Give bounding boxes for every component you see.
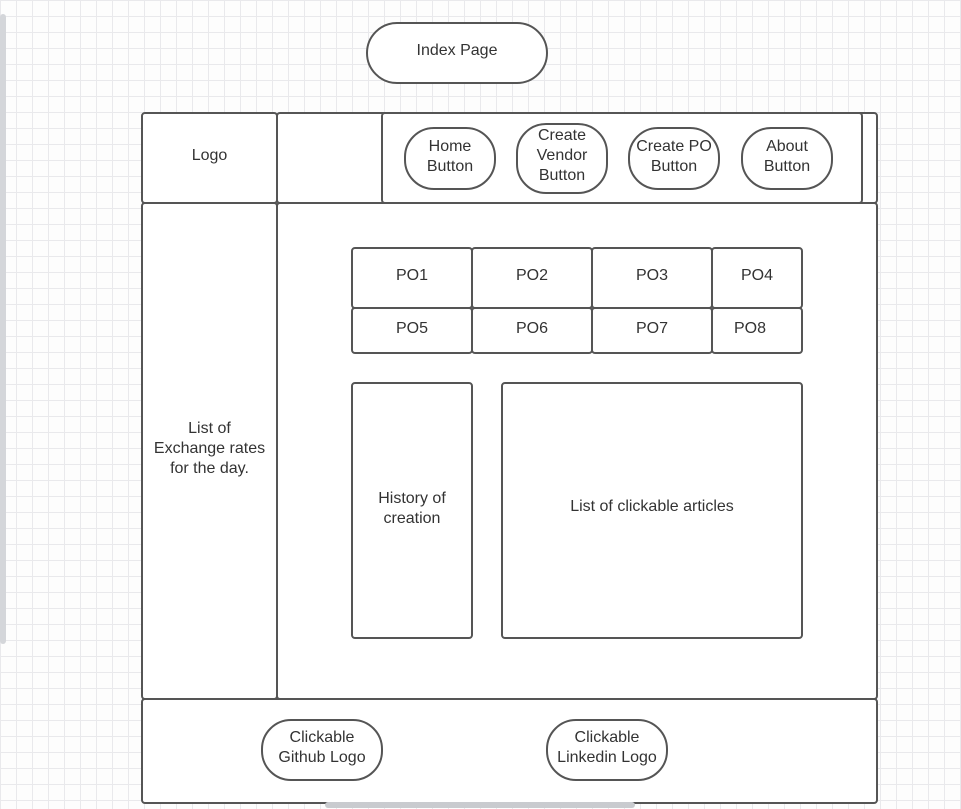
po-cell-6-label: PO6 bbox=[515, 319, 548, 337]
po-cell-8-label: PO8 bbox=[733, 319, 766, 337]
po-cell-5-label: PO5 bbox=[395, 319, 428, 337]
po-cell-2-label: PO2 bbox=[515, 267, 548, 284]
linkedin-logo-button[interactable] bbox=[546, 719, 668, 781]
linkedin-logo-label: Clickable Linkedin Logo bbox=[557, 729, 657, 766]
articles-label: List of clickable articles bbox=[570, 497, 734, 515]
logo-box bbox=[141, 112, 278, 204]
index-page-title-shape bbox=[366, 22, 548, 84]
history-panel bbox=[351, 382, 473, 639]
create-vendor-button[interactable] bbox=[516, 123, 608, 194]
vertical-scrollbar[interactable] bbox=[0, 14, 6, 644]
index-page-title: Index Page bbox=[416, 42, 498, 59]
horizontal-scrollbar[interactable] bbox=[325, 802, 635, 808]
articles-panel[interactable] bbox=[501, 382, 803, 639]
exchange-rates-sidebar bbox=[141, 202, 278, 700]
home-button-label: Home Button bbox=[426, 138, 474, 175]
po-cell-7-label: PO7 bbox=[635, 319, 668, 337]
po-cell-3-label: PO3 bbox=[635, 267, 668, 284]
create-po-button[interactable] bbox=[628, 127, 720, 190]
home-button[interactable] bbox=[404, 127, 496, 190]
create-vendor-button-label: Create Vendor Button bbox=[536, 127, 588, 184]
po-cell-4-label: PO4 bbox=[740, 267, 773, 284]
about-button-label: About Button bbox=[763, 138, 811, 175]
exchange-rates-label: List of Exchange rates for the day. bbox=[153, 420, 266, 477]
po-cell-1-label: PO1 bbox=[395, 267, 428, 284]
history-label: History of creation bbox=[378, 489, 446, 527]
create-po-button-label: Create PO Button bbox=[636, 138, 712, 175]
po-cell-6[interactable] bbox=[471, 307, 593, 354]
logo-label: Logo bbox=[191, 147, 228, 164]
po-cell-2[interactable] bbox=[471, 247, 593, 309]
footer bbox=[141, 698, 878, 804]
about-button[interactable] bbox=[741, 127, 833, 190]
po-cell-3[interactable] bbox=[591, 247, 713, 309]
github-logo-button[interactable] bbox=[261, 719, 383, 781]
github-logo-label: Clickable Github Logo bbox=[278, 729, 366, 766]
po-cell-7[interactable] bbox=[591, 307, 713, 354]
po-cell-8[interactable] bbox=[711, 307, 803, 354]
